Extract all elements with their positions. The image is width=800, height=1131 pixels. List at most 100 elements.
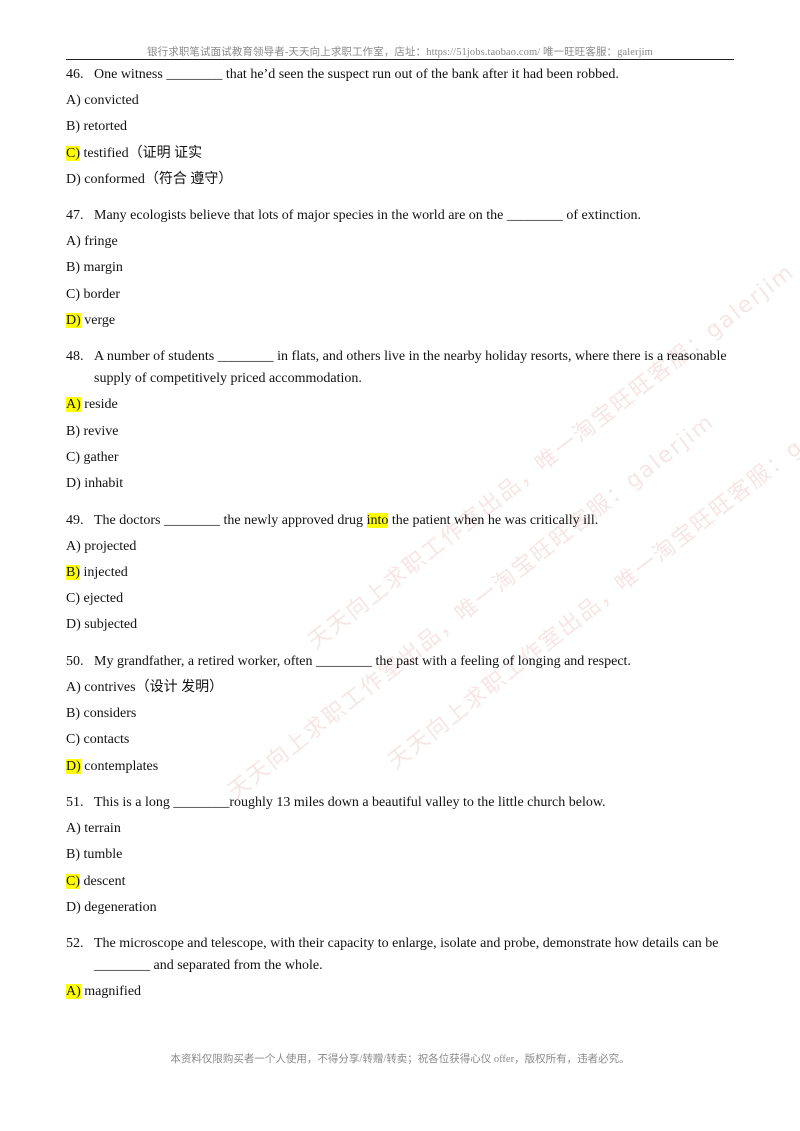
question-block: 52.The microscope and telescope, with th… — [66, 933, 736, 1005]
option-text: fringe — [80, 234, 118, 250]
question-block: 49. The doctors ________ the newly approv… — [66, 510, 736, 639]
question-number: 50. — [66, 653, 84, 669]
highlighted-word: into — [366, 512, 389, 528]
option-text: border — [80, 286, 121, 302]
option-letter: B) — [66, 119, 80, 135]
answer-option: D) degeneration — [66, 895, 736, 921]
question-text-part: My grandfather, a retired worker, often … — [94, 653, 631, 669]
answer-option-correct: A) magnified — [66, 979, 736, 1005]
answer-option: B) retorted — [66, 114, 736, 140]
option-text: testified（证明 证实 — [80, 145, 203, 161]
page-footer: 本资料仅限购买者一个人使用，不得分享/转赠/转卖；祝各位获得心仪 offer，版… — [170, 1054, 630, 1065]
option-text: revive — [80, 423, 119, 439]
option-letter: A) — [66, 820, 81, 836]
answer-option: A) terrain — [66, 816, 736, 842]
option-text: gather — [80, 449, 119, 465]
answer-option: D) conformed（符合 遵守） — [66, 167, 736, 193]
question-stem: 52.The microscope and telescope, with th… — [66, 933, 736, 977]
option-letter: C) — [66, 449, 80, 465]
answer-option: B) considers — [66, 701, 736, 727]
option-letter: B) — [66, 564, 80, 580]
option-letter: A) — [66, 679, 81, 695]
question-stem: 47. Many ecologists believe that lots of … — [66, 205, 736, 227]
question-stem: 51. This is a long ________roughly 13 mil… — [66, 792, 736, 814]
option-letter: B) — [66, 847, 80, 863]
option-text: magnified — [80, 984, 142, 1000]
option-text: projected — [80, 538, 137, 554]
option-letter: A) — [66, 538, 81, 554]
question-stem: 49. The doctors ________ the newly approv… — [66, 510, 736, 532]
option-letter: D) — [66, 171, 81, 187]
option-letter: D) — [66, 758, 81, 774]
question-number: 48. — [66, 349, 84, 365]
option-letter: D) — [66, 476, 81, 492]
question-text: This is a long ________roughly 13 miles … — [94, 792, 736, 814]
option-letter: C) — [66, 145, 80, 161]
option-text: verge — [80, 313, 116, 329]
option-text: conformed（符合 遵守） — [80, 171, 233, 187]
answer-option: B) revive — [66, 419, 736, 445]
answer-option: A) projected — [66, 534, 736, 560]
answer-option: B) tumble — [66, 842, 736, 868]
option-text: inhabit — [80, 476, 124, 492]
question-list: 46. One witness ________ that he’d seen t… — [66, 64, 736, 1017]
question-block: 50. My grandfather, a retired worker, oft… — [66, 651, 736, 780]
answer-option: C) gather — [66, 445, 736, 471]
option-text: contrives（设计 发明） — [80, 679, 224, 695]
option-text: considers — [80, 706, 137, 722]
question-text-part: the patient when he was critically ill. — [388, 512, 599, 528]
question-text: Many ecologists believe that lots of maj… — [94, 205, 736, 227]
option-text: contacts — [80, 732, 130, 748]
question-text: The doctors ________ the newly approved … — [94, 510, 736, 532]
answer-option: A) convicted — [66, 88, 736, 114]
question-block: 48. A number of students ________ in flat… — [66, 346, 736, 497]
option-letter: C) — [66, 591, 80, 607]
answer-option: D) subjected — [66, 612, 736, 638]
option-letter: B) — [66, 423, 80, 439]
answer-option: A) contrives（设计 发明） — [66, 675, 736, 701]
answer-option-correct: D) contemplates — [66, 754, 736, 780]
answer-option-correct: D) verge — [66, 308, 736, 334]
question-text: My grandfather, a retired worker, often … — [94, 651, 736, 673]
question-stem: 48. A number of students ________ in flat… — [66, 346, 736, 390]
option-text: reside — [80, 397, 118, 413]
option-text: ejected — [80, 591, 124, 607]
question-number: 46. — [66, 67, 84, 82]
question-number: 49. — [66, 512, 84, 528]
option-text: terrain — [80, 820, 121, 836]
option-text: subjected — [80, 617, 138, 633]
answer-option-correct: C) testified（证明 证实 — [66, 141, 736, 167]
answer-option: B) margin — [66, 255, 736, 281]
question-text-part: One witness ________ that he’d seen the … — [94, 67, 619, 82]
option-text: contemplates — [80, 758, 159, 774]
answer-option: C) border — [66, 282, 736, 308]
question-block: 47. Many ecologists believe that lots of … — [66, 205, 736, 334]
option-letter: B) — [66, 260, 80, 276]
question-text: One witness ________ that he’d seen the … — [94, 64, 736, 86]
answer-option: D) inhabit — [66, 471, 736, 497]
option-letter: B) — [66, 706, 80, 722]
answer-option: C) contacts — [66, 727, 736, 753]
option-letter: D) — [66, 313, 81, 329]
answer-option: A) fringe — [66, 229, 736, 255]
question-text-part: A number of students ________ in flats, … — [94, 349, 727, 387]
question-stem: 46. One witness ________ that he’d seen t… — [66, 64, 736, 86]
question-text-part: Many ecologists believe that lots of maj… — [94, 208, 642, 224]
question-block: 51. This is a long ________roughly 13 mil… — [66, 792, 736, 921]
option-text: degeneration — [80, 899, 157, 915]
option-letter: C) — [66, 732, 80, 748]
option-text: retorted — [80, 119, 128, 135]
option-letter: C) — [66, 286, 80, 302]
option-letter: A) — [66, 397, 81, 413]
question-number: 51. — [66, 794, 84, 810]
page-header: 银行求职笔试面试教育领导者-天天向上求职工作室，店址：https://51job… — [147, 47, 653, 58]
option-letter: A) — [66, 234, 81, 250]
option-text: margin — [80, 260, 123, 276]
question-text-part: This is a long ________roughly 13 miles … — [94, 794, 606, 810]
question-number: 52. — [66, 936, 84, 952]
question-number: 47. — [66, 208, 84, 224]
option-letter: A) — [66, 984, 81, 1000]
answer-option-correct: A) reside — [66, 392, 736, 418]
answer-option-correct: C) descent — [66, 869, 736, 895]
option-letter: D) — [66, 899, 81, 915]
